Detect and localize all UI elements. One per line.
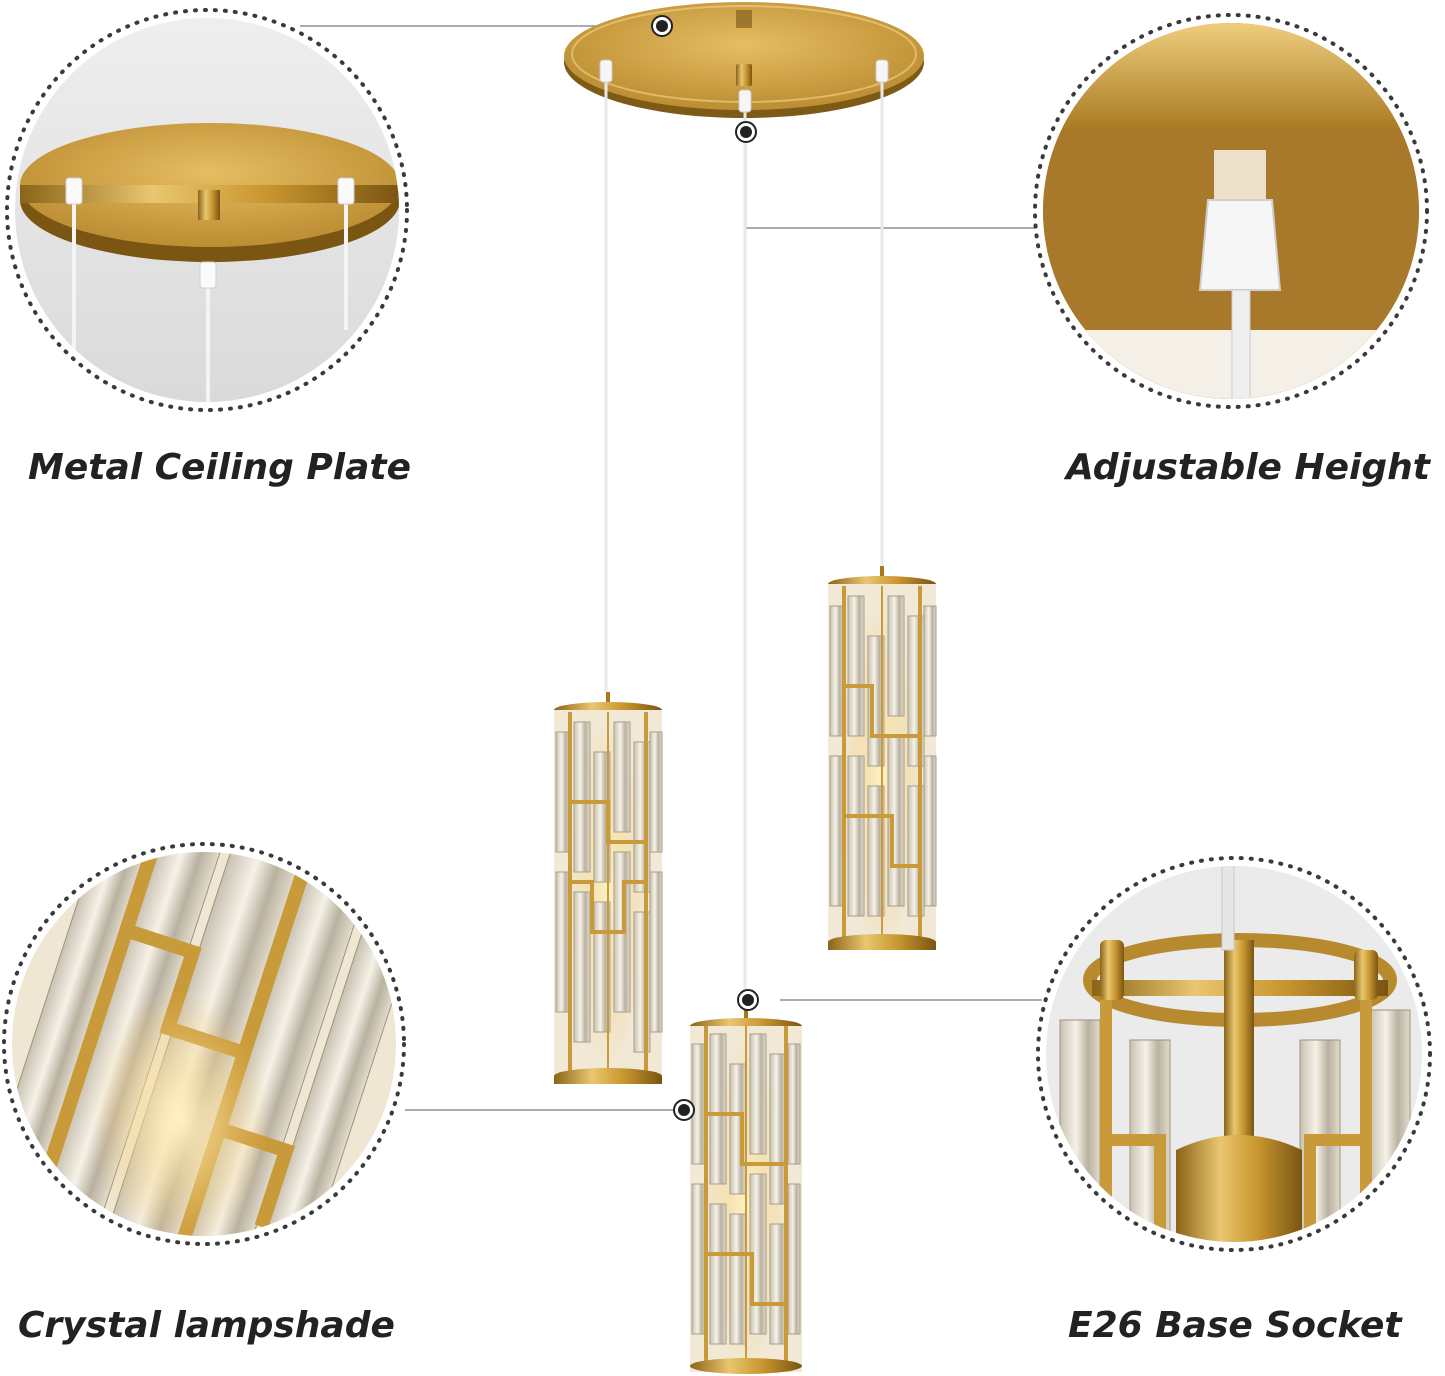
detail-adjustable-height bbox=[1033, 13, 1429, 409]
caption-metal-ceiling-plate: Metal Ceiling Plate bbox=[28, 447, 412, 488]
caption-adjustable-height: Adjustable Height bbox=[1066, 447, 1430, 488]
caption-e26-base-socket: E26 Base Socket bbox=[1068, 1305, 1402, 1346]
cord-grips bbox=[599, 59, 889, 113]
detail-ceiling-plate bbox=[5, 8, 409, 412]
cords bbox=[604, 70, 884, 1004]
caption-crystal-lampshade: Crystal lampshade bbox=[18, 1305, 395, 1346]
pendant-center bbox=[690, 1004, 802, 1374]
pendant-left bbox=[554, 692, 663, 1084]
pendant-right bbox=[828, 566, 937, 950]
detail-e26-socket bbox=[1036, 856, 1432, 1252]
detail-crystal-lampshade bbox=[2, 842, 406, 1246]
leader-dots bbox=[651, 15, 759, 1121]
